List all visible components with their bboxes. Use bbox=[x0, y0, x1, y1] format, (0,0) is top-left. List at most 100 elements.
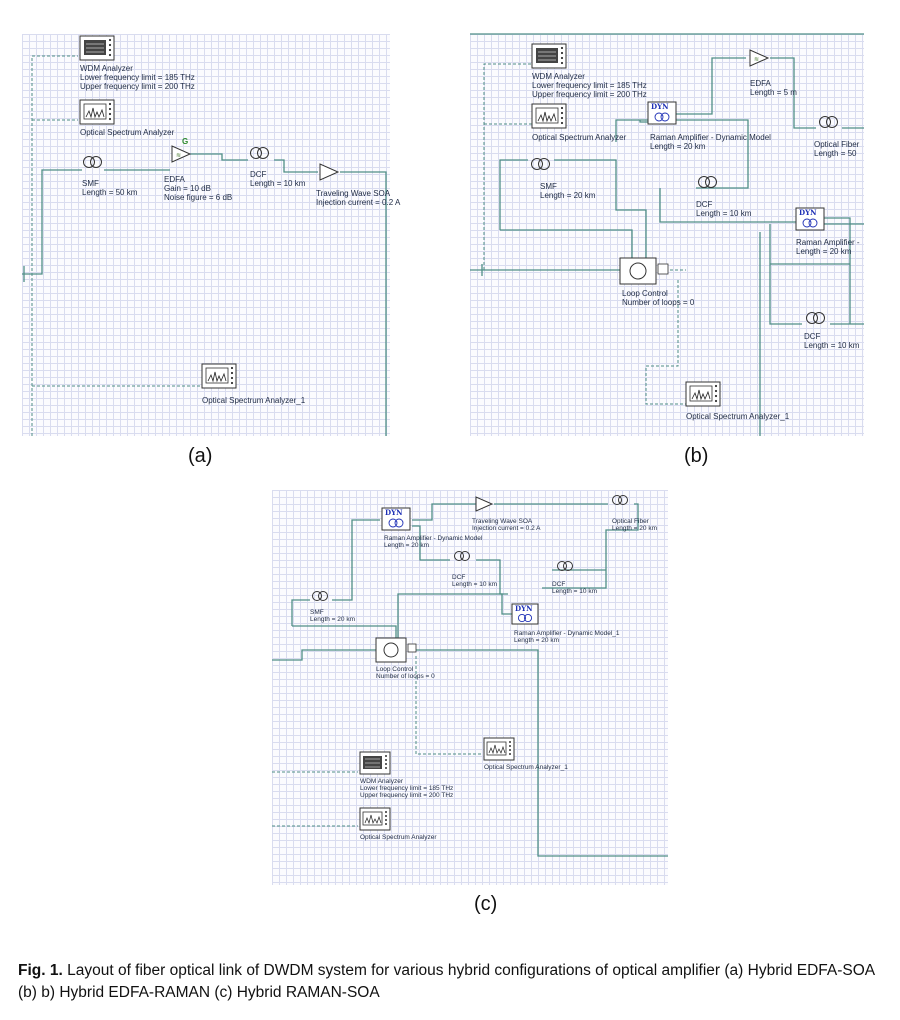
panel-a-canvas: WDM Analyzer Lower frequency limit = 185… bbox=[22, 35, 401, 436]
dcf1-fiber-icon[interactable] bbox=[698, 176, 717, 188]
wdm-analyzer-icon[interactable] bbox=[359, 751, 391, 775]
spectrum-analyzer-1-icon[interactable] bbox=[201, 363, 237, 389]
raman1-dcf1-wire bbox=[412, 525, 450, 561]
raman-amplifier-2-icon[interactable] bbox=[795, 207, 825, 231]
input-wire bbox=[272, 649, 376, 661]
edfa-gain: Gain = 10 dB bbox=[164, 184, 211, 193]
dcf2-fiber-icon[interactable] bbox=[806, 312, 825, 324]
edfa-length: Length = 5 m bbox=[750, 88, 797, 97]
diagram-panel-a: WDM Analyzer Lower frequency limit = 185… bbox=[22, 34, 401, 436]
input-wire bbox=[22, 169, 82, 275]
spectrum-analyzer-1-icon[interactable] bbox=[483, 737, 515, 761]
dcf2-left-wire bbox=[769, 224, 802, 325]
loop-control-label: Loop Control bbox=[622, 289, 668, 298]
raman2-right-wire bbox=[824, 217, 851, 324]
optical-fiber-length: Length = 20 km bbox=[612, 525, 657, 532]
edfa-fiber-wire bbox=[770, 57, 816, 129]
smf-fiber-icon[interactable] bbox=[312, 591, 328, 601]
dcf-fiber-icon[interactable] bbox=[250, 147, 269, 159]
soa-amplifier-icon[interactable] bbox=[319, 163, 340, 181]
smf-left-wire bbox=[291, 599, 310, 626]
wdm-analyzer-label: WDM Analyzer bbox=[532, 72, 585, 81]
loop-left-wire bbox=[499, 159, 528, 230]
raman2-label: Raman Amplifier - bbox=[796, 238, 860, 247]
raman2-dyn-badge: DYN bbox=[799, 208, 817, 217]
wdm-analyzer-icon[interactable] bbox=[79, 35, 115, 61]
osa-label: Optical Spectrum Analyzer bbox=[532, 133, 627, 142]
raman-amplifier-2-icon[interactable] bbox=[511, 603, 539, 625]
raman1-edfa-wire bbox=[676, 57, 746, 115]
dcf-length: Length = 10 km bbox=[250, 179, 306, 188]
optical-fiber-icon[interactable] bbox=[612, 495, 628, 505]
loop-count: Number of loops = 0 bbox=[376, 673, 435, 680]
dcf1-label: DCF bbox=[696, 200, 713, 209]
smf-label: SMF bbox=[82, 179, 99, 188]
panel-a-label: (a) bbox=[188, 445, 213, 467]
edfa-gain-badge: G bbox=[182, 137, 188, 146]
wdm-lower-limit: Lower frequency limit = 185 THz bbox=[80, 73, 195, 82]
diagram-panel-b: WDM Analyzer Lower frequency limit = 185… bbox=[470, 33, 864, 436]
fiber-raman2-wire bbox=[542, 503, 639, 589]
smf-fiber-icon[interactable] bbox=[531, 158, 550, 170]
wdm-upper-limit: Upper frequency limit = 200 THz bbox=[532, 90, 647, 99]
spectrum-analyzer-icon[interactable] bbox=[79, 99, 115, 125]
optical-fiber-icon[interactable] bbox=[819, 116, 838, 128]
dcf1-fiber-icon[interactable] bbox=[454, 551, 470, 561]
wdm-analyzer-icon[interactable] bbox=[531, 43, 567, 69]
spectrum-analyzer-icon[interactable] bbox=[359, 807, 391, 831]
smf-label: SMF bbox=[540, 182, 557, 191]
figure-caption: Fig. 1. Layout of fiber optical link of … bbox=[18, 960, 878, 1004]
edfa-amplifier-icon[interactable]: ≋ bbox=[171, 145, 192, 163]
raman2-dyn-badge: DYN bbox=[515, 604, 533, 613]
dcf1-length: Length = 10 km bbox=[696, 209, 752, 218]
raman1-length: Length = 20 km bbox=[650, 142, 706, 151]
raman2-loop-wire bbox=[397, 593, 508, 638]
osa1-label: Optical Spectrum Analyzer_1 bbox=[202, 396, 306, 405]
osa1-label: Optical Spectrum Analyzer_1 bbox=[484, 764, 568, 771]
wdm-upper-limit: Upper frequency limit = 200 THz bbox=[80, 82, 195, 91]
caption-prefix: Fig. 1. bbox=[18, 962, 63, 979]
osa-label: Optical Spectrum Analyzer bbox=[80, 128, 175, 137]
soa-injection-current: Injection current = 0.2 A bbox=[316, 198, 401, 207]
raman1-input-stub bbox=[639, 120, 648, 123]
monitor-wire-osa1 bbox=[415, 656, 482, 755]
osa1-label: Optical Spectrum Analyzer_1 bbox=[686, 412, 790, 421]
edfa-label: EDFA bbox=[164, 175, 186, 184]
edfa-label: EDFA bbox=[750, 79, 772, 88]
dcf2-length: Length = 10 km bbox=[552, 588, 597, 595]
raman-amplifier-icon[interactable] bbox=[647, 101, 677, 125]
spectrum-analyzer-icon[interactable] bbox=[531, 103, 567, 129]
raman1-label: Raman Amplifier - Dynamic Model bbox=[384, 535, 483, 542]
smf-raman1-wire bbox=[615, 119, 648, 142]
loop-return-wire bbox=[500, 229, 633, 258]
dcf1-raman2-wire bbox=[659, 188, 796, 223]
raman1-length: Length = 20 km bbox=[384, 542, 429, 549]
loop-output-wire bbox=[408, 649, 668, 857]
edfa-amplifier-icon[interactable]: ≋ bbox=[749, 49, 770, 67]
loop-control-icon[interactable] bbox=[619, 257, 669, 285]
spectrum-analyzer-1-icon[interactable] bbox=[685, 381, 721, 407]
panel-b-label: (b) bbox=[684, 445, 709, 467]
soa-amplifier-icon[interactable] bbox=[475, 496, 494, 512]
wdm-analyzer-label: WDM Analyzer bbox=[80, 64, 133, 73]
loop-count: Number of loops = 0 bbox=[622, 298, 695, 307]
dcf2-label: DCF bbox=[804, 332, 821, 341]
optical-fiber-length: Length = 50 bbox=[814, 149, 857, 158]
wdm-upper-limit: Upper frequency limit = 200 THz bbox=[360, 792, 453, 799]
dcf2-fiber-icon[interactable] bbox=[557, 561, 573, 571]
wdm-lower-limit: Lower frequency limit = 185 THz bbox=[360, 785, 453, 792]
raman2-length: Length = 20 km bbox=[796, 247, 852, 256]
smf-fiber-icon[interactable] bbox=[83, 156, 102, 168]
loop-feed-wire bbox=[292, 625, 397, 638]
svg-text:≋: ≋ bbox=[176, 153, 181, 159]
smf-length: Length = 50 km bbox=[82, 188, 138, 197]
soa-out-wire bbox=[340, 171, 387, 436]
soa-label: Traveling Wave SOA bbox=[316, 189, 391, 198]
loop-control-icon[interactable] bbox=[375, 637, 417, 663]
monitor-wire-wdm bbox=[31, 55, 78, 436]
optical-fiber-label: Optical Fiber bbox=[612, 518, 650, 525]
svg-text:≋: ≋ bbox=[754, 57, 759, 63]
panel-c-canvas: DYN Raman Amplifier - Dynamic Model Leng… bbox=[272, 495, 668, 857]
smf-length: Length = 20 km bbox=[310, 616, 355, 623]
raman-amplifier-icon[interactable] bbox=[381, 507, 411, 531]
